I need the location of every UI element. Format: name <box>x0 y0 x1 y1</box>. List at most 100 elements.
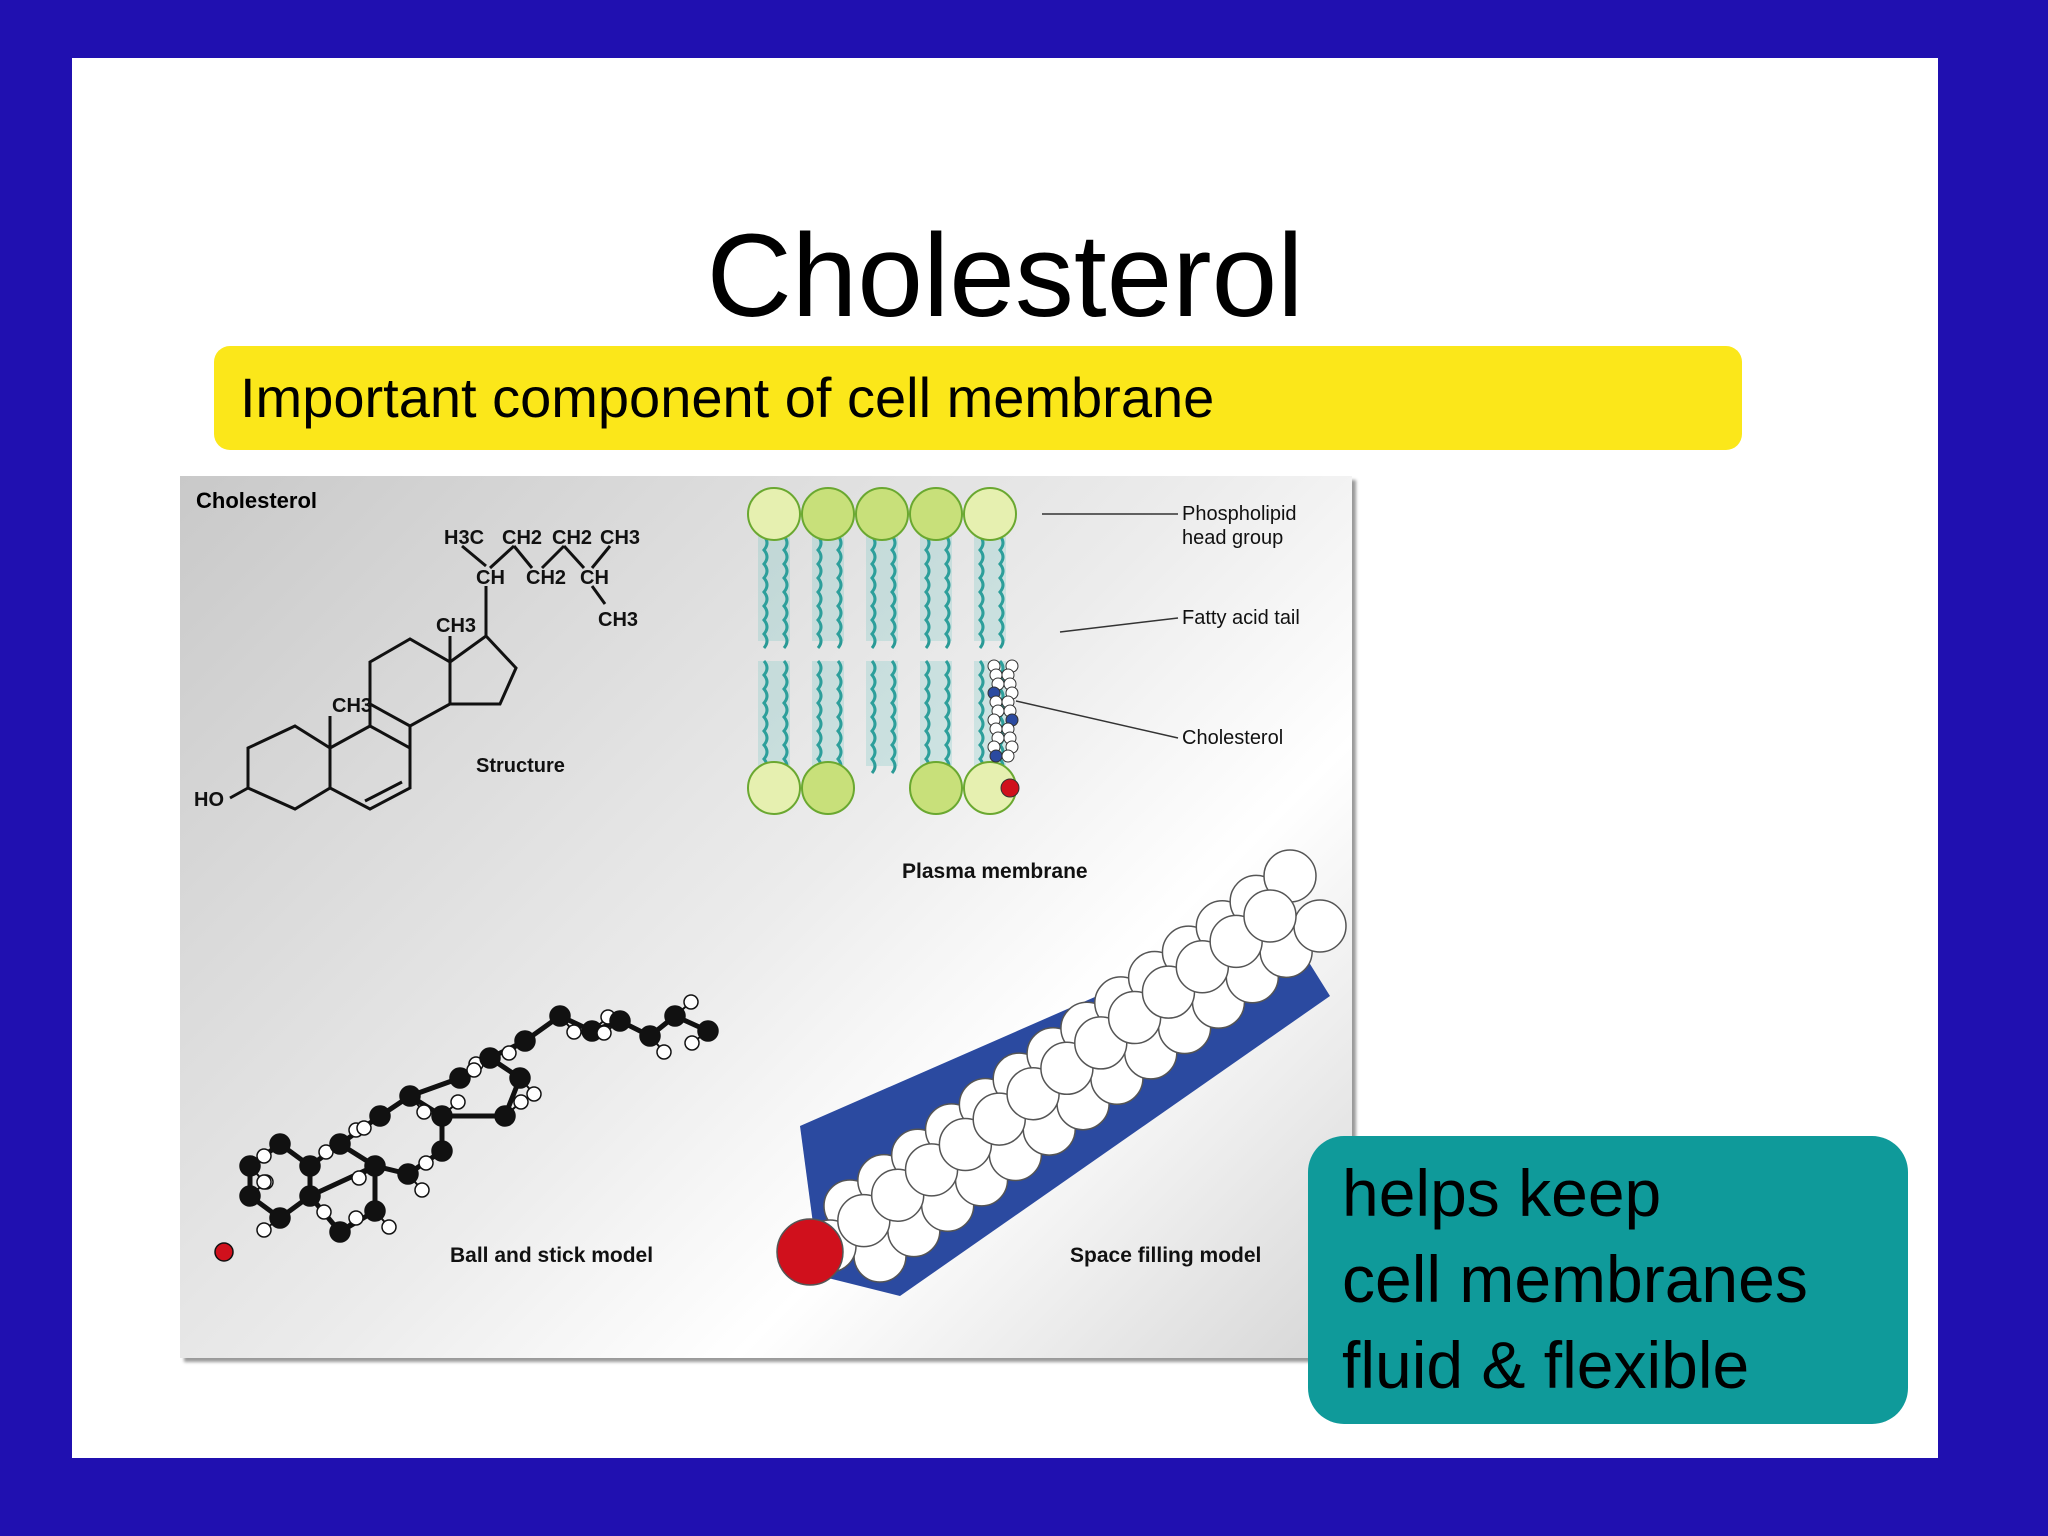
group-ch2-b: CH2 <box>552 527 592 549</box>
hydrogen-atom <box>526 1086 542 1102</box>
carbon-atom <box>509 1067 531 1089</box>
fatty-acid-tail <box>816 660 823 774</box>
ring-d <box>448 634 518 706</box>
carbon-atom <box>299 1185 321 1207</box>
membrane-cholesterol-atom <box>1001 749 1015 763</box>
carbon-atom <box>299 1155 321 1177</box>
note-line-2: cell membranes <box>1342 1242 1808 1316</box>
carbon-atom <box>479 1047 501 1069</box>
group-ch2-a: CH2 <box>502 527 542 549</box>
ring-b <box>328 724 412 811</box>
slide: Cholesterol Important component of cell … <box>72 58 1938 1458</box>
hydrogen-atom <box>351 1170 367 1186</box>
group-ch3-c: CH3 <box>436 615 476 637</box>
tail-band <box>866 536 898 641</box>
carbon-atom <box>329 1221 351 1243</box>
carbon-atom <box>239 1155 261 1177</box>
fatty-acid-tail <box>924 535 931 649</box>
group-ch-b: CH <box>580 567 609 589</box>
tail-band <box>866 661 898 766</box>
hydrogen-atom <box>348 1210 364 1226</box>
carbon-atom <box>697 1020 719 1042</box>
fatty-acid-tail <box>836 535 843 649</box>
fatty-acid-tail <box>998 535 1005 649</box>
carbon-atom <box>269 1133 291 1155</box>
fatty-acid-tail <box>978 535 985 649</box>
tail-band <box>920 536 952 641</box>
fatty-acid-tail <box>762 535 769 649</box>
fatty-acid-tail <box>944 535 951 649</box>
space-fill-atom <box>1243 889 1297 943</box>
note-line-3: fluid & flexible <box>1342 1328 1750 1402</box>
ball-stick-oxygen <box>214 1242 234 1262</box>
carbon-atom <box>549 1005 571 1027</box>
oxygen-atom <box>1000 778 1020 798</box>
tail-band <box>758 661 790 766</box>
group-ho: HO <box>194 789 224 811</box>
carbon-atom <box>664 1005 686 1027</box>
note-line-1: helps keep <box>1342 1156 1662 1230</box>
head-group <box>801 487 855 541</box>
carbon-atom <box>431 1105 453 1127</box>
head-group <box>963 487 1017 541</box>
head-group <box>747 761 801 815</box>
structure-diagram <box>229 544 612 811</box>
fatty-acid-tail <box>762 660 769 774</box>
carbon-atom <box>431 1140 453 1162</box>
hydrogen-atom <box>381 1219 397 1235</box>
label-cholesterol: Cholesterol <box>1182 727 1283 749</box>
hydrogen-atom <box>316 1204 332 1220</box>
hydrogen-atom <box>596 1025 612 1041</box>
carbon-atom <box>329 1133 351 1155</box>
cholesterol-figure: Cholesterol <box>180 476 1352 1358</box>
tail-band <box>920 661 952 766</box>
label-fatty-acid-tail: Fatty acid tail <box>1182 607 1300 629</box>
hydrogen-atom <box>450 1094 466 1110</box>
label-phospholipid: Phospholipid <box>1182 503 1297 525</box>
highlight-banner: Important component of cell membrane <box>214 346 1742 450</box>
figure-canvas: Cholesterol <box>194 487 1347 1296</box>
hydrogen-atom <box>501 1045 517 1061</box>
space-fill-oxygen <box>776 1218 844 1286</box>
hydrogen-atom <box>414 1182 430 1198</box>
hydrogen-atom <box>256 1148 272 1164</box>
head-group <box>909 761 963 815</box>
group-ch3-a: CH3 <box>600 527 640 549</box>
tail-band <box>812 661 844 766</box>
double-bond <box>364 780 403 803</box>
carbon-atom <box>609 1010 631 1032</box>
hydrogen-atom <box>684 1035 700 1051</box>
carbon-atom <box>269 1207 291 1229</box>
label-head-group: head group <box>1182 527 1283 549</box>
hydrogen-atom <box>356 1120 372 1136</box>
hydrogen-atom <box>566 1024 582 1040</box>
hydrogen-atom <box>683 994 699 1010</box>
carbon-atom <box>364 1200 386 1222</box>
hydrogen-atom <box>416 1104 432 1120</box>
head-group <box>909 487 963 541</box>
fatty-acid-tail <box>782 535 789 649</box>
fluidity-note: helps keep cell membranes fluid & flexib… <box>1308 1136 1908 1424</box>
bond <box>308 1163 377 1199</box>
carbon-atom <box>639 1025 661 1047</box>
hydrogen-atom <box>656 1044 672 1060</box>
figure-heading: Cholesterol <box>196 488 317 513</box>
space-filling-caption: Space filling model <box>1070 1244 1261 1267</box>
membrane-cholesterol-atom <box>989 749 1003 763</box>
group-ch2-c: CH2 <box>526 567 566 589</box>
fatty-acid-tail <box>782 660 789 774</box>
membrane-caption: Plasma membrane <box>902 860 1088 883</box>
fatty-acid-tail <box>944 660 951 774</box>
fatty-acid-tail <box>870 535 877 649</box>
fatty-acid-tail <box>870 660 877 774</box>
ball-and-stick-model: Ball and stick model <box>214 994 719 1267</box>
space-filling-model: Space filling model <box>776 849 1347 1296</box>
hydrogen-atom <box>513 1094 529 1110</box>
ball-stick-caption: Ball and stick model <box>450 1244 653 1267</box>
tail-band <box>758 536 790 641</box>
fatty-acid-tail <box>890 660 897 774</box>
membrane-diagram: Phospholipid head group Fatty acid tail … <box>747 487 1300 883</box>
group-ch3-d: CH3 <box>332 695 372 717</box>
head-group <box>801 761 855 815</box>
carbon-atom <box>369 1105 391 1127</box>
